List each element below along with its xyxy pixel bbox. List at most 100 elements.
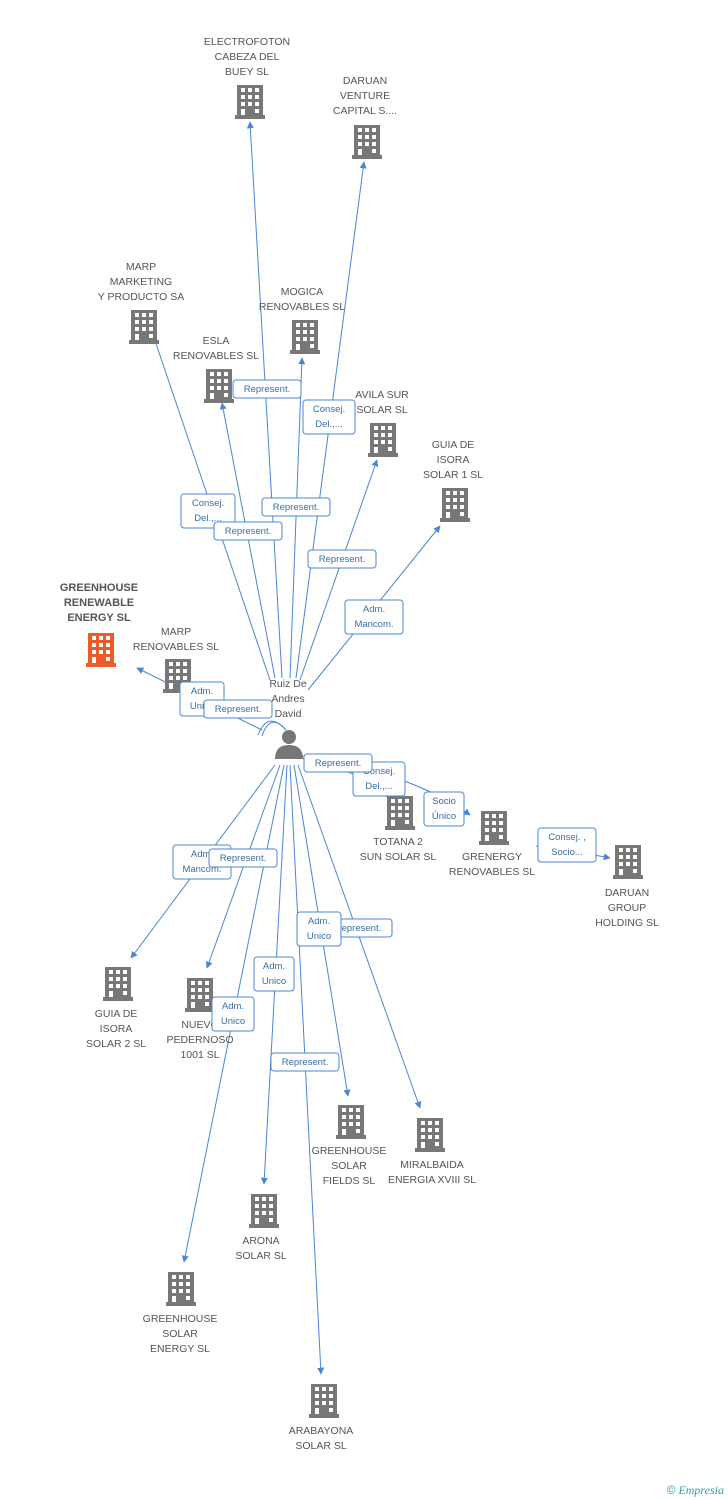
building-icon [415,1118,445,1152]
node-label: ISORA [100,1023,133,1035]
edge-label-text: Adm. [191,849,213,860]
edge-label-text: Represent. [319,554,365,565]
node-label: RENOVABLES SL [133,641,219,653]
edge-label-rep-esla[interactable]: Represent. [232,379,302,399]
edge-label-text: Socio [432,796,456,807]
node-label: BUEY SL [225,66,269,78]
edge-to-mogica [289,357,306,679]
building-icon [368,423,398,457]
building-icon [290,320,320,354]
edge-labels: Represent.Consej.Del.,...Consej.Del.,...… [172,379,597,1072]
empresia-watermark: ©Empresia [667,1483,724,1498]
edge-label-adm-arona[interactable]: Adm.Unico [253,956,295,992]
person-icon [275,730,303,759]
edge-label-rep-nuevo[interactable]: Represent. [208,848,278,868]
node-label: HOLDING SL [595,917,659,929]
edge-label-text: Represent. [215,704,261,715]
building-icon [440,488,470,522]
edge-label-text: Represent. [315,758,361,769]
node-label: DARUAN [343,75,387,87]
edge-label-rep-totana[interactable]: Represent. [303,753,373,773]
edge-label-rep-avila[interactable]: Represent. [307,549,377,569]
node-label: ESLA [203,335,230,347]
building-icon [479,811,509,845]
edge-label-text: Represent. [225,526,271,537]
node-label: SOLAR SL [235,1250,287,1262]
node-label: Y PRODUCTO SA [98,291,185,303]
edge-label-rep-greenhouse-ren[interactable]: Represent. [203,699,273,719]
node-label: MARKETING [110,276,172,288]
edge-label-rep-arabayona[interactable]: Represent. [270,1052,340,1072]
edge-label-text: Represent. [244,384,290,395]
brand-name: Empresia [678,1483,724,1497]
edge-label-text: Represent. [273,502,319,513]
node-label: MIRALBAIDA [400,1159,464,1171]
edge-label-rep-mogica[interactable]: Represent. [261,497,331,517]
node-label: ARABAYONA [289,1425,354,1437]
building-icon [204,369,234,403]
building-icon [249,1194,279,1228]
edge-label-text: Del.,... [194,513,221,524]
node-label: SOLAR [162,1328,198,1340]
node-label: RENOVABLES SL [449,866,535,878]
edge-label-text: Socio... [551,847,583,858]
node-label: SUN SOLAR SL [360,851,437,863]
node-label: ENERGIA XVIII SL [388,1174,476,1186]
edge-label-text: Del.,... [365,781,392,792]
node-label: GUIA DE [432,439,475,451]
node-label: SOLAR 2 SL [86,1038,146,1050]
node-miralbaida[interactable]: MIRALBAIDA ENERGIA XVIII SL [388,1118,476,1186]
node-label: ISORA [437,454,470,466]
building-icon [235,85,265,119]
edge-label-consej-marp[interactable]: Consej.Del.,... [180,493,236,529]
node-label: ENERGY SL [150,1343,210,1355]
edge-label-text: Adm. [363,604,385,615]
node-greenhouse-solar-energy[interactable]: GREENHOUSE SOLAR ENERGY SL [143,1272,218,1355]
node-label: GREENHOUSE [143,1313,218,1325]
node-label: RENEWABLE [64,597,134,609]
building-icon [103,967,133,1001]
node-label: VENTURE [340,90,390,102]
person-label: Ruiz De [269,678,307,690]
edge-label-adm-fields[interactable]: Adm.Unico [296,911,342,947]
edge-label-consej-daruan[interactable]: Consej.Del.,... [302,399,356,435]
building-icon [129,310,159,344]
edge-label-text: Adm. [308,916,330,927]
edge-label-text: Consej. [313,404,345,415]
node-label: DARUAN [605,887,649,899]
edge-label-adm-guia1[interactable]: Adm. Mancom. [344,599,404,635]
edge-label-rep-electrofoton[interactable]: Represent. [213,521,283,541]
edge-label-consej-daruan-group[interactable]: Consej. ,Socio... [537,827,597,863]
edge-to-avila-sur [299,459,379,681]
edge-label-text: Represent. [335,923,381,934]
edge-curve-0 [257,720,287,736]
building-icon [166,1272,196,1306]
node-label: FIELDS SL [323,1175,376,1187]
edge-label-text: Adm. [191,686,213,697]
node-label: GREENHOUSE [312,1145,387,1157]
edge-label-adm-gse[interactable]: Adm.Unico [211,996,255,1032]
edge-label-text: Mancom. [354,619,393,630]
node-label: MOGICA [281,286,324,298]
